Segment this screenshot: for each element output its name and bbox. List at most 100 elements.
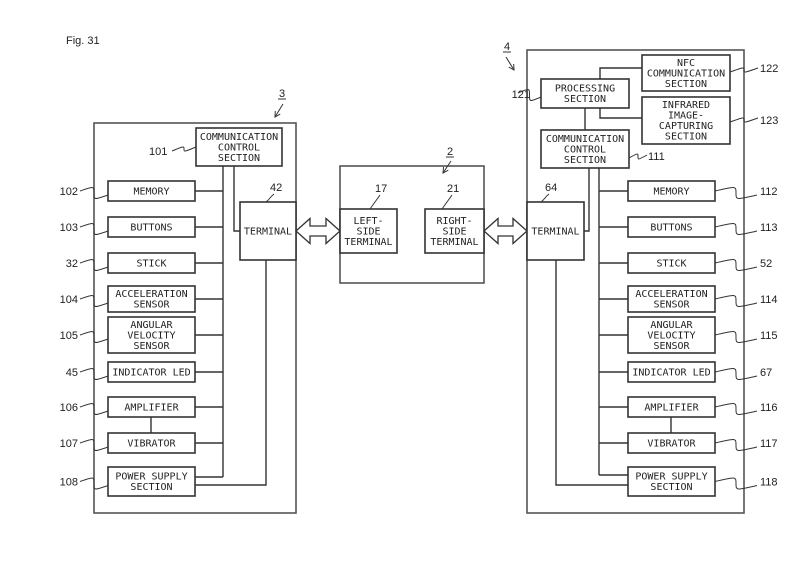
ref-122: 122 [760, 63, 778, 75]
leader-101 [171, 146, 197, 152]
right-block-buttons-label: BUTTONS [650, 222, 692, 233]
left-block-angular-velocity-sensor-label: ANGULAR [130, 320, 173, 331]
left-side-terminal-label: TERMINAL [344, 237, 392, 248]
right-block-amplifier-label: AMPLIFIER [644, 402, 699, 413]
leader-122 [729, 67, 759, 73]
right-side-terminal-frame [424, 208, 485, 254]
processing-section-label: PROCESSING [555, 84, 615, 95]
right-block-vibrator: VIBRATOR [627, 432, 716, 454]
left-block-acceleration-sensor-frame [107, 285, 196, 313]
left-block-power-supply-section-label: SECTION [130, 482, 172, 493]
right-block-angular-velocity-sensor-label: ANGULAR [650, 320, 693, 331]
left-block-power-supply-section-label: POWER SUPPLY [115, 472, 187, 483]
left-block-buttons-label: BUTTONS [130, 222, 172, 233]
ref-105: 105 [60, 330, 78, 342]
infrared-image-capturing-section-label: SECTION [665, 132, 707, 143]
leader-106 [79, 403, 109, 415]
infrared-image-capturing-section-label: INFRARED [662, 100, 710, 111]
leader-17 [369, 194, 381, 210]
right-controller-frame [526, 49, 745, 514]
right-block-stick-label: STICK [656, 258, 686, 269]
center-device-pointer [442, 160, 452, 174]
left-block-amplifier: AMPLIFIER [107, 396, 196, 418]
left-terminal-power-link [195, 260, 267, 486]
leader-107 [79, 439, 109, 451]
left-terminal: TERMINAL [239, 201, 297, 261]
left-controller-frame [93, 122, 297, 514]
right-block-vibrator-label: VIBRATOR [647, 438, 696, 449]
infrared-image-capturing-section-frame [641, 96, 731, 145]
left-block-angular-velocity-sensor-label: VELOCITY [127, 330, 175, 341]
left-communication-control-section-label: CONTROL [218, 142, 260, 153]
left-device-pointer-head [274, 110, 281, 118]
leader-116 [714, 403, 758, 415]
ref-52: 52 [760, 258, 772, 270]
ref-111: 111 [648, 151, 665, 163]
left-block-power-supply-section-frame [107, 466, 196, 497]
left-block-stick-label: STICK [136, 258, 166, 269]
leader-32 [79, 259, 109, 271]
right-comm-terminal-link [584, 168, 590, 232]
left-device-pointer [274, 103, 284, 118]
ref-107: 107 [60, 438, 78, 450]
leader-64 [540, 193, 550, 203]
ref-32: 32 [66, 258, 78, 270]
nfc-communication-section-label: NFC [677, 58, 695, 69]
leader-111 [628, 153, 648, 160]
left-device-ref: 3 [279, 88, 285, 100]
leader-113 [714, 223, 758, 235]
infrared-image-capturing-section-label: IMAGE- [668, 111, 704, 122]
left-block-vibrator: VIBRATOR [107, 432, 196, 454]
leader-121 [517, 89, 542, 101]
right-communication-control-section-frame [540, 129, 630, 169]
ref-21: 21 [447, 183, 459, 195]
leader-21 [441, 194, 453, 210]
left-block-acceleration-sensor-label: ACCELERATION [115, 289, 187, 300]
left-block-buttons: BUTTONS [107, 216, 196, 238]
ref-116: 116 [760, 402, 778, 414]
right-block-memory: MEMORY [627, 180, 716, 202]
leader-45 [79, 368, 109, 380]
left-block-angular-velocity-sensor-label: SENSOR [133, 341, 170, 352]
processing-infrared-link [599, 108, 642, 119]
left-block-angular-velocity-sensor-frame [107, 316, 196, 354]
processing-nfc-link [599, 67, 642, 79]
right-communication-control-section-label: SECTION [564, 155, 606, 166]
left-side-terminal-frame [339, 208, 398, 254]
right-block-memory-label: MEMORY [653, 186, 689, 197]
left-block-amplifier-label: AMPLIFIER [124, 402, 179, 413]
center-device-pointer-head [442, 166, 449, 174]
right-block-power-supply-section-frame [627, 466, 716, 497]
ref-114: 114 [760, 294, 778, 306]
ref-42: 42 [270, 182, 282, 194]
ref-112: 112 [760, 186, 778, 198]
leader-105 [79, 331, 109, 343]
center-device-ref: 2 [447, 146, 453, 158]
ref-101: 101 [149, 146, 167, 158]
left-block-acceleration-sensor-label: SENSOR [133, 300, 170, 311]
left-block-indicator-led-label: INDICATOR LED [112, 367, 190, 378]
leader-52 [714, 259, 758, 271]
ref-64: 64 [545, 182, 557, 194]
ref-118: 118 [760, 477, 778, 489]
leader-112 [714, 187, 758, 199]
ref-113: 113 [760, 222, 778, 234]
left-terminal-frame [239, 201, 297, 261]
left-comm-terminal-link [233, 166, 240, 232]
right-block-amplifier: AMPLIFIER [627, 396, 716, 418]
right-block-angular-velocity-sensor-label: VELOCITY [647, 330, 695, 341]
ref-17: 17 [375, 183, 387, 195]
leader-115 [714, 331, 758, 343]
right-side-terminal-label: TERMINAL [430, 237, 478, 248]
ref-45: 45 [66, 367, 78, 379]
right-block-indicator-led-label: INDICATOR LED [632, 367, 710, 378]
left-block-vibrator-label: VIBRATOR [127, 438, 176, 449]
right-block-power-supply-section-label: POWER SUPPLY [635, 472, 707, 483]
